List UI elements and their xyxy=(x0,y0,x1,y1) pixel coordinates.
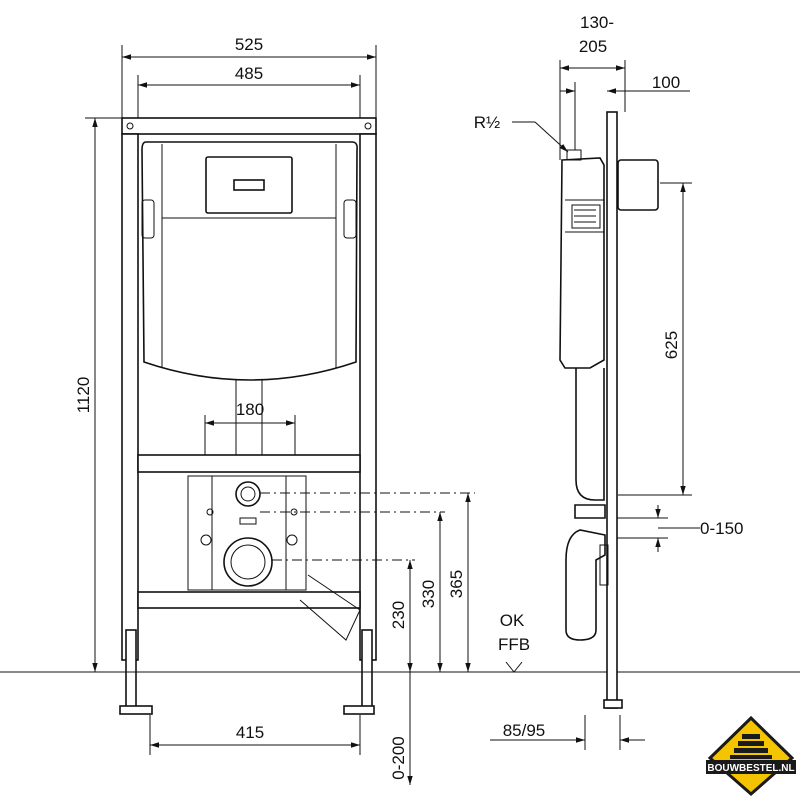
dim-feet-spacing: 415 xyxy=(236,723,264,742)
side-view xyxy=(559,111,668,709)
cistern xyxy=(141,141,358,455)
dim-height-total: 1120 xyxy=(74,377,93,414)
svg-text:BOUWBESTEL.NL: BOUWBESTEL.NL xyxy=(707,763,794,774)
floor-ok-label: OK xyxy=(500,611,525,630)
dim-230: 230 xyxy=(389,601,408,629)
floor-ffb-label: FFB xyxy=(498,635,530,654)
dim-depth-85-95: 85/95 xyxy=(503,721,546,740)
dim-width-outer: 525 xyxy=(235,35,263,54)
label-water-connection: R½ xyxy=(474,113,500,132)
dim-depth-top-a: 130- xyxy=(580,13,614,32)
dim-offset-0-150: 0-150 xyxy=(700,519,743,538)
dim-365: 365 xyxy=(447,570,466,598)
dim-330: 330 xyxy=(419,580,438,608)
dim-depth-top-b: 205 xyxy=(579,37,607,56)
dim-width-inner: 485 xyxy=(235,64,263,83)
dim-leg-adjust: 0-200 xyxy=(389,736,408,779)
bouwbestel-logo: BOUWBESTEL.NL xyxy=(706,716,796,796)
dim-depth-100: 100 xyxy=(652,73,680,92)
dim-flush-spacing: 180 xyxy=(236,400,264,419)
dim-625: 625 xyxy=(662,331,681,359)
connection-plate xyxy=(187,475,361,641)
front-view-frame xyxy=(119,117,377,715)
